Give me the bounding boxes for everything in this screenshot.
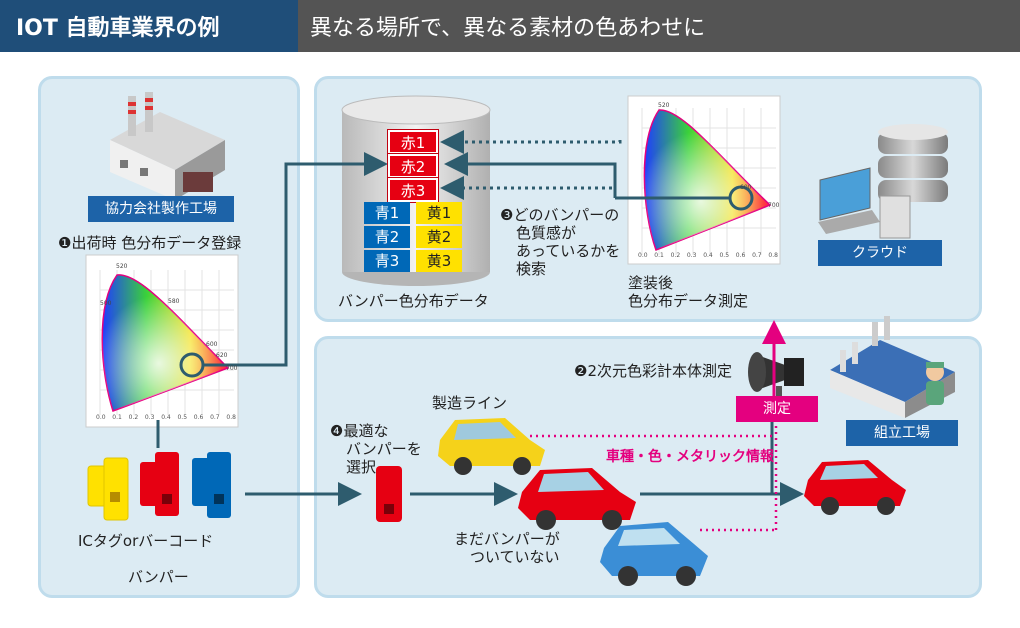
supplier-factory-label: 協力会社製作工場 (88, 196, 234, 222)
yellow-car-icon (438, 418, 545, 475)
left-wl-620: 620 (216, 352, 228, 359)
tick: 0.0 (96, 414, 106, 421)
db-yellow-3: 黄3 (416, 250, 462, 272)
measured-color-chart (627, 95, 781, 265)
tick: 0.1 (654, 252, 664, 259)
left-wl-520: 520 (116, 263, 128, 270)
blue-car-icon (600, 522, 708, 586)
measure-label: 測定 (736, 396, 818, 422)
flow-arrows (156, 152, 804, 506)
colorimeter-icon (748, 352, 804, 396)
right-wl-600: 600 (740, 184, 752, 191)
step3-line1: ❸どのバンパーの (500, 206, 620, 224)
measurement-line1: 塗装後 (628, 274, 674, 292)
tick: 0.6 (735, 252, 746, 259)
header-left-title: IOT 自動車業界の例 (16, 16, 220, 41)
db-blue-1: 青1 (364, 202, 410, 224)
step3-line2: 色質感が (516, 224, 577, 242)
left-wl-700: 700 (226, 365, 238, 372)
no-bumper-line2: ついていない (470, 548, 560, 566)
db-red-3: 赤3 (387, 177, 439, 203)
cloud-server-icon (818, 124, 948, 239)
db-red-1: 赤1 (387, 129, 439, 155)
tick: 0.2 (670, 252, 681, 259)
no-bumper-line1: まだバンパーが (454, 530, 560, 548)
ic-tag-cards (87, 452, 231, 521)
left-chart-x-ticks: 0.0 0.1 0.2 0.3 0.4 0.5 0.6 0.7 0.8 (96, 414, 236, 424)
left-wl-600: 600 (206, 341, 218, 348)
left-wl-580: 580 (168, 298, 180, 305)
tick: 0.5 (719, 252, 730, 259)
db-yellow-1: 黄1 (416, 202, 462, 224)
tick: 0.7 (752, 252, 762, 259)
step3-line4: 検索 (516, 260, 547, 278)
tick: 0.4 (703, 252, 713, 259)
bumper-label: バンパー (128, 568, 189, 586)
header-right-title: 異なる場所で、異なる素材の色あわせに (310, 16, 706, 41)
finished-red-car-icon (804, 460, 906, 515)
step1-label: ❶出荷時 色分布データ登録 (58, 234, 242, 252)
cloud-label: クラウド (818, 240, 942, 266)
tick: 0.6 (193, 414, 204, 421)
assembly-factory-label: 組立工場 (846, 420, 958, 446)
db-blue-3: 青3 (364, 250, 410, 272)
step4-line3: 選択 (346, 458, 377, 476)
assembly-factory-icon (830, 316, 955, 418)
left-wl-500: 500 (100, 300, 112, 307)
step4-line1: ❹最適な (330, 422, 389, 440)
supplier-factory-icon (110, 92, 225, 200)
red-car-icon (518, 468, 636, 530)
measurement-line2: 色分布データ測定 (628, 292, 749, 310)
right-wl-700: 700 (768, 202, 780, 209)
db-yellow-2: 黄2 (416, 226, 462, 248)
production-line-label: 製造ライン (432, 394, 508, 412)
tick: 0.8 (226, 414, 236, 421)
tick: 0.3 (144, 414, 155, 421)
step2-label: ❷2次元色彩計本体測定 (574, 362, 732, 380)
tick: 0.7 (210, 414, 220, 421)
dotted-search-arrows (440, 130, 622, 200)
header-left-block: IOT 自動車業界の例 (0, 0, 298, 52)
database-caption: バンパー色分布データ (338, 292, 489, 310)
tick: 0.0 (638, 252, 648, 259)
left-color-chart (85, 254, 239, 428)
tick: 0.8 (768, 252, 778, 259)
right-wl-520: 520 (658, 102, 670, 109)
step3-line3: あっているかを (516, 242, 621, 260)
step4-line2: バンパーを (346, 440, 422, 458)
tick: 0.2 (128, 414, 139, 421)
tick: 0.1 (112, 414, 122, 421)
right-chart-x-ticks: 0.0 0.1 0.2 0.3 0.4 0.5 0.6 0.7 0.8 (638, 252, 778, 262)
pink-dotted-lines (530, 420, 778, 532)
tick: 0.3 (686, 252, 697, 259)
ic-tag-label: ICタグorバーコード (78, 532, 214, 550)
vehicle-info-label: 車種・色・メタリック情報 (606, 449, 774, 465)
tick: 0.4 (161, 414, 171, 421)
tick: 0.5 (177, 414, 188, 421)
selected-bumper-card (376, 466, 402, 522)
db-blue-2: 青2 (364, 226, 410, 248)
db-red-2: 赤2 (387, 153, 439, 179)
